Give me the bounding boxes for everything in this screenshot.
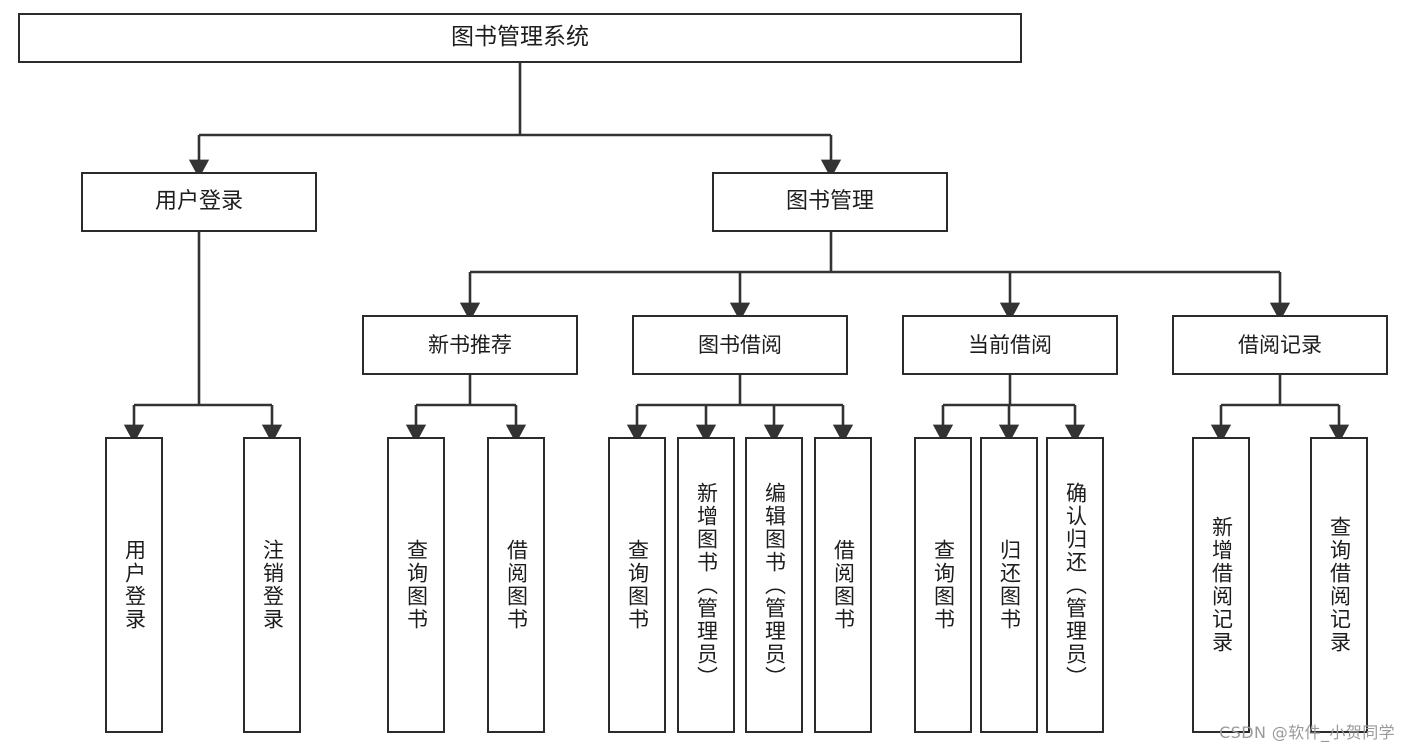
node-borrow-record[interactable]: 借阅记录	[1172, 315, 1388, 375]
node-new-book-recommend[interactable]: 新书推荐	[362, 315, 578, 375]
node-borrow-record-label: 借阅记录	[1238, 332, 1322, 357]
node-book-borrow-label: 图书借阅	[698, 332, 782, 357]
leaf-node[interactable]: 新增借阅记录	[1192, 437, 1250, 733]
node-book-borrow[interactable]: 图书借阅	[632, 315, 848, 375]
node-root[interactable]: 图书管理系统	[18, 13, 1022, 63]
node-book-management[interactable]: 图书管理	[712, 172, 948, 232]
leaf-node[interactable]: 查询图书	[914, 437, 972, 733]
leaf-node-label: 查询图书	[404, 539, 429, 631]
leaf-node[interactable]: 归还图书	[980, 437, 1038, 733]
node-current-borrow-label: 当前借阅	[968, 332, 1052, 357]
node-user-login[interactable]: 用户登录	[81, 172, 317, 232]
leaf-node[interactable]: 确认归还（管理员）	[1046, 437, 1104, 733]
leaf-node-label: 查询借阅记录	[1327, 516, 1352, 654]
leaf-node-label: 借阅图书	[831, 539, 856, 631]
leaf-node-label: 借阅图书	[504, 539, 529, 631]
leaf-node-label: 查询图书	[625, 539, 650, 631]
leaf-node-label: 注销登录	[260, 539, 285, 631]
node-new-book-recommend-label: 新书推荐	[428, 332, 512, 357]
leaf-node[interactable]: 借阅图书	[814, 437, 872, 733]
leaf-node-label: 新增图书（管理员）	[694, 481, 719, 689]
node-book-management-label: 图书管理	[785, 189, 874, 215]
leaf-node-label: 查询图书	[931, 539, 956, 631]
leaf-node[interactable]: 查询图书	[608, 437, 666, 733]
node-user-login-label: 用户登录	[154, 189, 243, 215]
node-root-label: 图书管理系统	[451, 24, 589, 51]
leaf-node[interactable]: 用户登录	[105, 437, 163, 733]
leaf-node-label: 新增借阅记录	[1209, 516, 1234, 654]
watermark: CSDN @软件_小贺同学	[1219, 723, 1395, 742]
leaf-node[interactable]: 编辑图书（管理员）	[745, 437, 803, 733]
leaf-node[interactable]: 查询借阅记录	[1310, 437, 1368, 733]
leaf-node[interactable]: 注销登录	[243, 437, 301, 733]
leaf-node[interactable]: 查询图书	[387, 437, 445, 733]
leaf-node[interactable]: 借阅图书	[487, 437, 545, 733]
node-current-borrow[interactable]: 当前借阅	[902, 315, 1118, 375]
leaf-node-label: 编辑图书（管理员）	[762, 481, 787, 689]
leaf-node-label: 归还图书	[997, 539, 1022, 631]
leaf-node-label: 用户登录	[122, 539, 147, 631]
leaf-node-label: 确认归还（管理员）	[1063, 481, 1088, 689]
leaf-node[interactable]: 新增图书（管理员）	[677, 437, 735, 733]
